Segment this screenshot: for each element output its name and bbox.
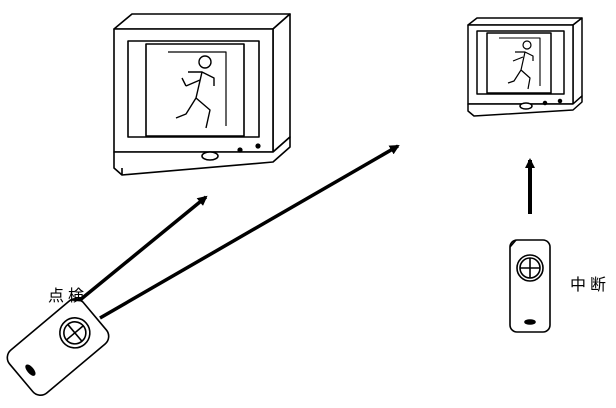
remote-control-inspect bbox=[6, 297, 110, 397]
arrow-to-small-sign bbox=[99, 144, 400, 320]
interrupt-label: 中断 bbox=[570, 275, 611, 294]
exit-sign-small bbox=[467, 17, 583, 117]
exit-sign-large bbox=[113, 13, 291, 176]
running-man-icon-small bbox=[507, 40, 534, 90]
arrow-to-large-sign bbox=[78, 195, 208, 302]
running-man-icon bbox=[175, 55, 215, 129]
remote-control-interrupt bbox=[509, 239, 551, 333]
inspect-label: 点検 bbox=[48, 286, 89, 305]
